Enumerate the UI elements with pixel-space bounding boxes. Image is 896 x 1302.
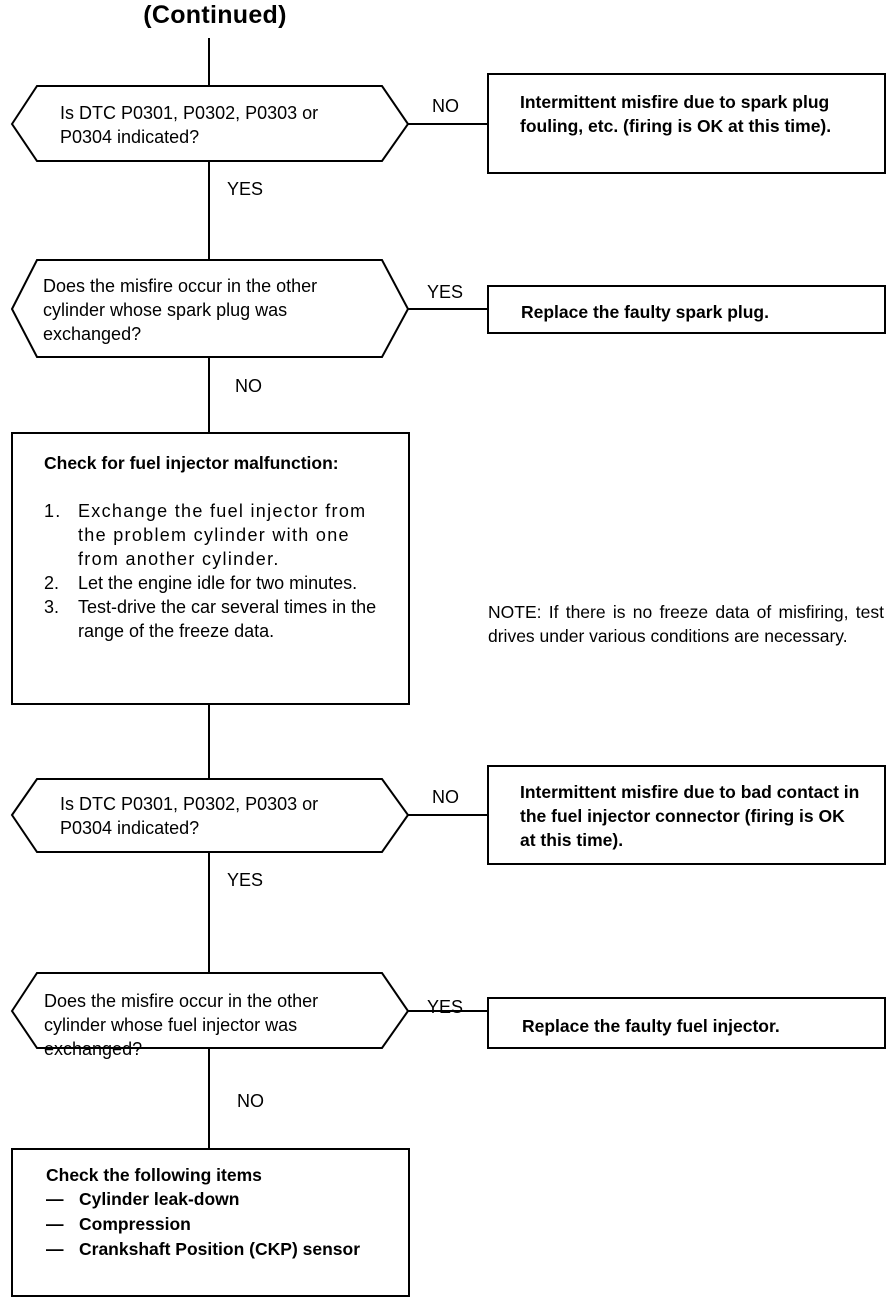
- check-injector-heading: Check for fuel injector malfunction:: [44, 453, 339, 473]
- decision-q2-text: Does the misfire occur in the other cyli…: [43, 276, 318, 344]
- check-injector-box: [11, 432, 410, 705]
- q2-yes-label: YES: [427, 282, 464, 302]
- step-text: Let the engine idle for two minutes.: [78, 573, 358, 593]
- q1-yes-label: YES: [227, 179, 264, 199]
- q3-no-label: NO: [432, 787, 459, 807]
- result-q4-yes-box: [487, 997, 886, 1049]
- result-q3-no-text: Intermittent misfire due to bad contact …: [520, 782, 860, 850]
- decision-q4-text: Does the misfire occur in the other cyli…: [44, 991, 319, 1059]
- final-check-item: Compression: [46, 1212, 386, 1237]
- step-text: Test-drive the car several times in the …: [78, 597, 377, 641]
- decision-q1-shape: [10, 85, 410, 162]
- check-injector-step: 1. Exchange the fuel injector from the pr…: [44, 499, 377, 571]
- check-injector-step: 2. Let the engine idle for two minutes.: [44, 571, 377, 595]
- final-check-item: Cylinder leak-down: [46, 1187, 386, 1212]
- q4-no-label: NO: [237, 1091, 264, 1111]
- step-number: 3.: [44, 597, 60, 617]
- decision-q3-shape: [10, 778, 410, 853]
- q2-no-label: NO: [235, 376, 262, 396]
- check-injector-steps: 1. Exchange the fuel injector from the pr…: [44, 499, 377, 643]
- decision-q1-text: Is DTC P0301, P0302, P0303 or P0304 indi…: [60, 103, 319, 147]
- q1-no-label: NO: [432, 96, 459, 116]
- step-number: 1.: [44, 501, 62, 521]
- result-q2-yes-box: [487, 285, 886, 334]
- q4-yes-label: YES: [427, 997, 464, 1017]
- step-number: 2.: [44, 573, 60, 593]
- page-title: (Continued): [143, 1, 287, 29]
- final-check-heading: Check the following items: [46, 1165, 262, 1185]
- final-check-item: Crankshaft Position (CKP) sensor: [46, 1237, 386, 1262]
- decision-q4-shape: [10, 972, 410, 1049]
- final-check-list: Cylinder leak-down Compression Crankshaf…: [46, 1187, 386, 1262]
- final-check-box: [11, 1148, 410, 1297]
- result-q4-yes-text: Replace the faulty fuel injector.: [522, 1016, 780, 1036]
- step-text: Exchange the fuel injector from the prob…: [78, 501, 367, 569]
- decision-q2-shape: [10, 259, 410, 358]
- result-q1-no-box: [487, 73, 886, 174]
- result-q3-no-box: [487, 765, 886, 865]
- result-q2-yes-text: Replace the faulty spark plug.: [521, 302, 769, 322]
- q3-yes-label: YES: [227, 870, 264, 890]
- freeze-data-note: NOTE: If there is no freeze data of misf…: [488, 602, 884, 646]
- result-q1-no-text: Intermittent misfire due to spark plug f…: [520, 92, 832, 136]
- check-injector-step: 3. Test-drive the car several times in th…: [44, 595, 377, 643]
- decision-q3-text: Is DTC P0301, P0302, P0303 or P0304 indi…: [60, 794, 319, 838]
